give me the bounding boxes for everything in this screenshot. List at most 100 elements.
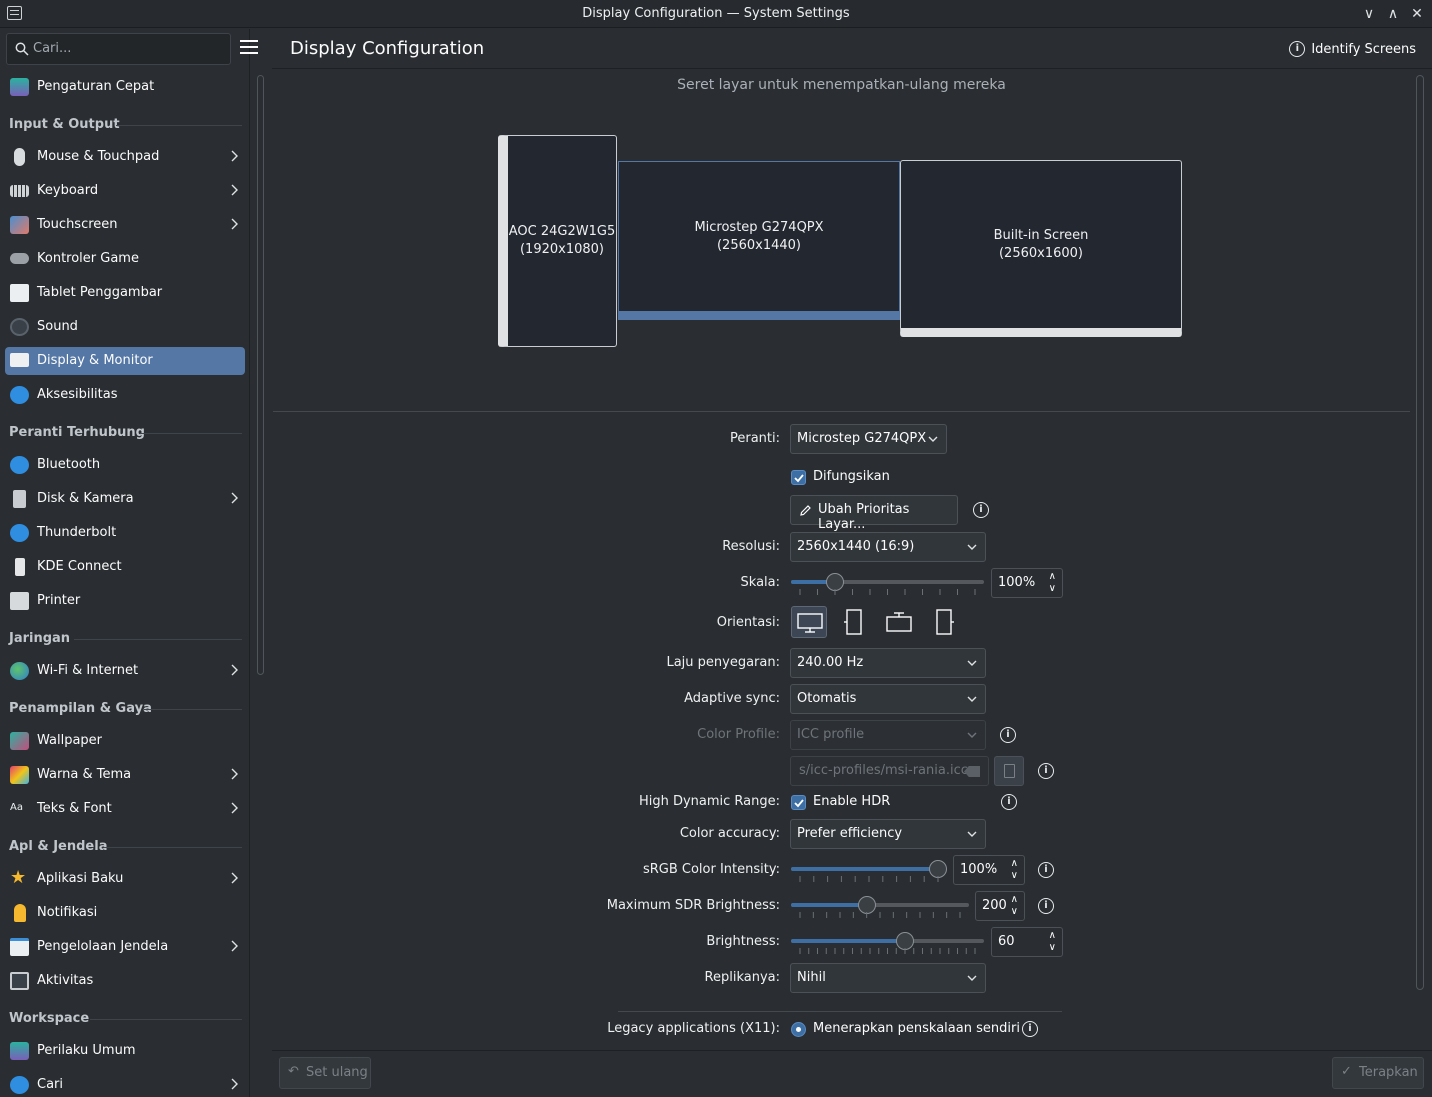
open-file-button[interactable] <box>994 756 1024 786</box>
enable-hdr-checkbox[interactable] <box>791 795 806 810</box>
icc-path-input[interactable]: s/icc-profiles/msi-rania.icc <box>790 756 989 786</box>
change-priority-button[interactable]: Ubah Prioritas Layar... <box>790 495 958 532</box>
info-icon[interactable]: i <box>1038 763 1054 779</box>
device-select[interactable]: Microstep G274QPX <box>790 424 947 454</box>
refresh-rate-label: Laju penyegaran: <box>666 655 780 670</box>
section-heading-connected-devices: Peranti Terhubung <box>9 425 145 440</box>
section-heading-appearance: Penampilan & Gaya <box>9 701 152 716</box>
replica-select[interactable]: Nihil <box>790 963 986 993</box>
info-icon[interactable]: i <box>973 502 989 518</box>
scale-slider[interactable] <box>791 572 984 596</box>
legacy-scale-radio[interactable] <box>791 1022 806 1037</box>
scale-spinbox[interactable]: 100% ∧ ∨ <box>991 568 1063 598</box>
enabled-checkbox[interactable] <box>791 470 806 485</box>
sidebar-item-mouse[interactable]: Mouse & Touchpad <box>5 143 245 171</box>
srgb-intensity-spinbox[interactable]: 100% ∧ ∨ <box>953 855 1025 885</box>
color-profile-select[interactable]: ICC profile <box>790 720 986 750</box>
resolution-select[interactable]: 2560x1440 (16:9) <box>790 532 986 562</box>
screen-resolution: (2560x1600) <box>998 245 1083 261</box>
brightness-spinbox[interactable]: 60 ∧ ∨ <box>991 927 1063 957</box>
spin-down-icon[interactable]: ∨ <box>1010 870 1018 881</box>
sidebar-item-label: KDE Connect <box>37 559 122 574</box>
star-icon: ★ <box>10 867 27 888</box>
sidebar-item-text-font[interactable]: Aa Teks & Font <box>5 795 245 823</box>
reset-button[interactable]: ↶ Set ulang <box>279 1057 371 1089</box>
adaptive-sync-select[interactable]: Otomatis <box>790 684 986 714</box>
sidebar-item-disk-camera[interactable]: Disk & Kamera <box>5 485 245 513</box>
sidebar-item-colors-theme[interactable]: Warna & Tema <box>5 761 245 789</box>
sidebar-item-printer[interactable]: Printer <box>5 587 245 615</box>
window-menu-icon[interactable] <box>7 6 22 20</box>
sidebar-item-label: Keyboard <box>37 183 99 198</box>
minimize-icon[interactable]: ∨ <box>1363 6 1375 22</box>
apply-button[interactable]: ✓ Terapkan <box>1332 1057 1424 1089</box>
screen-microstep[interactable]: Microstep G274QPX(2560x1440) <box>618 161 900 320</box>
spin-down-icon[interactable]: ∨ <box>1010 906 1018 917</box>
sidebar-item-kde-connect[interactable]: KDE Connect <box>5 553 245 581</box>
color-accuracy-select[interactable]: Prefer efficiency <box>790 819 986 849</box>
brightness-value: 60 <box>998 934 1015 949</box>
spin-up-icon[interactable]: ∧ <box>1010 894 1018 905</box>
sidebar-item-quick-settings[interactable]: Pengaturan Cepat <box>5 73 245 101</box>
hamburger-menu-icon[interactable] <box>240 40 258 56</box>
info-icon[interactable]: i <box>1001 794 1017 810</box>
checkmark-icon <box>794 799 804 808</box>
sidebar-item-accessibility[interactable]: Aksesibilitas <box>5 381 245 409</box>
gamepad-icon <box>10 253 29 264</box>
close-icon[interactable]: ✕ <box>1411 6 1423 22</box>
spin-up-icon[interactable]: ∧ <box>1048 930 1056 941</box>
spin-up-icon[interactable]: ∧ <box>1048 571 1056 582</box>
spin-down-icon[interactable]: ∨ <box>1048 583 1056 594</box>
chevron-down-icon <box>967 696 977 702</box>
orientation-landscape-button[interactable] <box>791 606 827 638</box>
search-input[interactable]: Cari... <box>6 33 231 65</box>
sidebar-item-general-behavior[interactable]: Perilaku Umum <box>5 1037 245 1065</box>
sdr-brightness-spinbox[interactable]: 200 ∧ ∨ <box>975 891 1025 921</box>
sidebar-item-touchscreen[interactable]: Touchscreen <box>5 211 245 239</box>
sidebar-item-tablet[interactable]: Tablet Penggambar <box>5 279 245 307</box>
sdr-brightness-slider[interactable] <box>791 895 969 919</box>
refresh-rate-select[interactable]: 240.00 Hz <box>790 648 986 678</box>
color-profile-value: ICC profile <box>797 727 865 742</box>
sidebar-item-thunderbolt[interactable]: Thunderbolt <box>5 519 245 547</box>
info-icon[interactable]: i <box>1038 862 1054 878</box>
orientation-portrait-right-button[interactable] <box>926 606 962 638</box>
sidebar-item-default-apps[interactable]: ★ Aplikasi Baku <box>5 865 245 893</box>
orientation-flipped-button[interactable] <box>881 606 917 638</box>
orientation-portrait-left-button[interactable] <box>836 606 872 638</box>
sidebar-scrollbar[interactable] <box>257 75 264 675</box>
file-icon <box>1004 764 1015 778</box>
spin-down-icon[interactable]: ∨ <box>1048 942 1056 953</box>
page-header <box>272 29 1432 69</box>
sidebar-item-sound[interactable]: Sound <box>5 313 245 341</box>
slider-handle[interactable] <box>858 896 877 914</box>
info-icon[interactable]: i <box>1038 898 1054 914</box>
screen-aoc[interactable]: AOC 24G2W1G5(1920x1080) <box>498 135 617 347</box>
sidebar-item-window-management[interactable]: Pengelolaan Jendela <box>5 933 245 961</box>
spin-up-icon[interactable]: ∧ <box>1010 858 1018 869</box>
sidebar-item-game-controller[interactable]: Kontroler Game <box>5 245 245 273</box>
sidebar-item-activities[interactable]: Aktivitas <box>5 967 245 995</box>
sidebar-item-notifications[interactable]: Notifikasi <box>5 899 245 927</box>
screen-resolution: (1920x1080) <box>519 242 604 257</box>
info-icon[interactable]: i <box>1022 1021 1038 1037</box>
landscape-monitor-icon <box>797 613 823 633</box>
sidebar-item-wallpaper[interactable]: Wallpaper <box>5 727 245 755</box>
chevron-down-icon <box>967 544 977 550</box>
sidebar-item-wifi[interactable]: Wi-Fi & Internet <box>5 657 245 685</box>
clear-text-icon[interactable] <box>964 766 980 777</box>
identify-screens-button[interactable]: i Identify Screens <box>1289 41 1416 57</box>
sidebar-item-display[interactable]: Display & Monitor <box>5 347 245 375</box>
sidebar-item-search[interactable]: Cari <box>5 1071 245 1097</box>
srgb-intensity-slider[interactable] <box>791 859 947 883</box>
maximize-icon[interactable]: ∧ <box>1387 6 1399 22</box>
title-bar: Display Configuration — System Settings … <box>0 0 1432 28</box>
main-scrollbar[interactable] <box>1416 75 1424 990</box>
brightness-slider[interactable] <box>791 931 984 955</box>
sidebar-item-label: Perilaku Umum <box>37 1043 136 1058</box>
info-icon[interactable]: i <box>1000 727 1016 743</box>
general-behavior-icon <box>10 1042 29 1060</box>
screen-builtin[interactable]: Built-in Screen(2560x1600) <box>900 160 1182 337</box>
sidebar-item-keyboard[interactable]: Keyboard <box>5 177 245 205</box>
sidebar-item-bluetooth[interactable]: Bluetooth <box>5 451 245 479</box>
